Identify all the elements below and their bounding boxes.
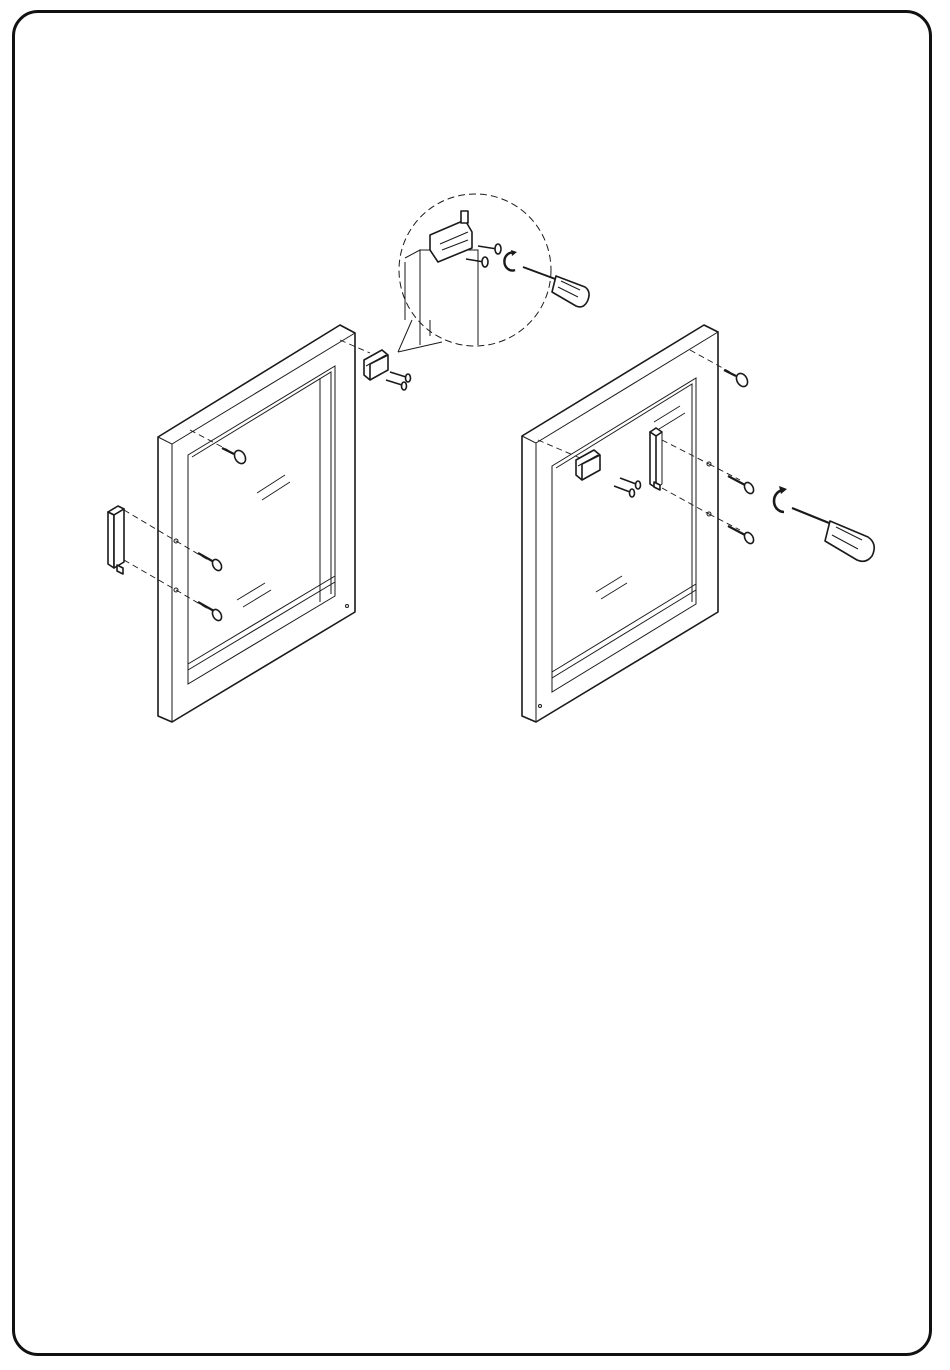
- magnetic-catch-detail-callout: [398, 194, 589, 352]
- screw-icon: [390, 372, 411, 382]
- handle-icon: [108, 506, 124, 574]
- screw-icon: [386, 380, 407, 390]
- left-door-handle-installation: [108, 325, 411, 722]
- screw-icon: [728, 526, 755, 545]
- right-door-handle-installation: [522, 325, 874, 722]
- screw-icon: [728, 476, 755, 495]
- rotate-clockwise-icon: [774, 486, 787, 512]
- screwdriver-icon: [792, 508, 874, 561]
